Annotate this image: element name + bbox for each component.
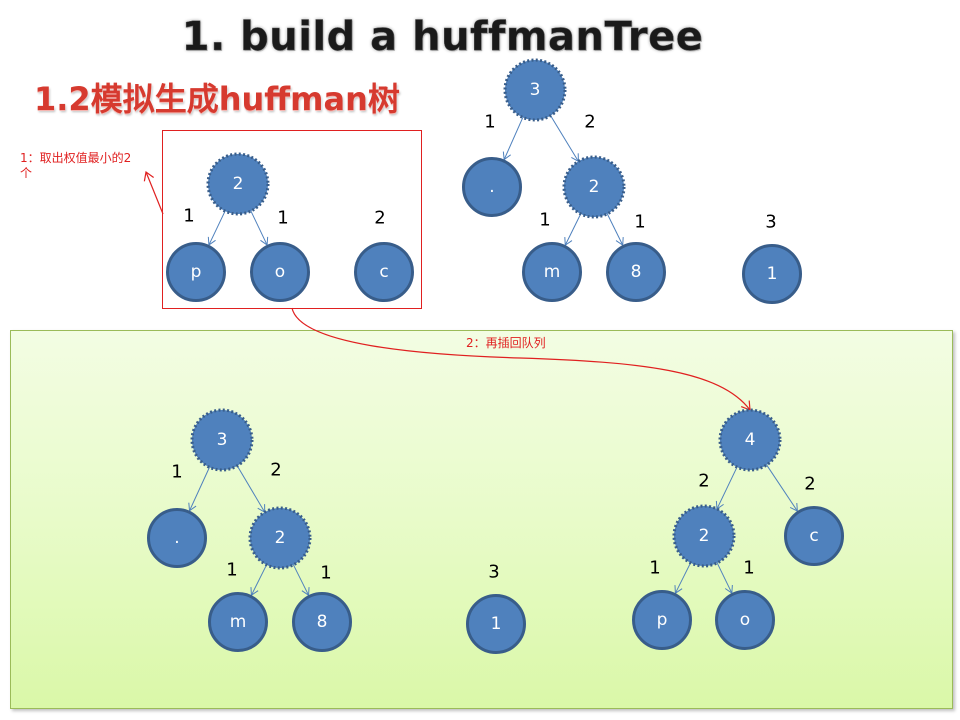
weight-label: 1 <box>183 206 194 227</box>
tree-edge <box>502 117 524 161</box>
slide-title: 1. build a huffmanTree <box>181 14 704 61</box>
weight-label: 2 <box>374 208 385 229</box>
weight-label: 2 <box>698 471 709 492</box>
node-label: 3 <box>217 430 228 450</box>
node-label: 1 <box>491 614 502 634</box>
tree-edge <box>292 564 310 597</box>
weight-label: 2 <box>804 474 815 495</box>
weight-label: 2 <box>584 112 595 133</box>
step2-arrow <box>291 307 751 411</box>
dotted-border <box>718 408 782 472</box>
node-label: 4 <box>745 430 756 450</box>
node-label: o <box>740 610 750 630</box>
node-leaf-dot: . <box>147 508 207 568</box>
node-leaf-m: m <box>208 592 268 652</box>
weight-label: 1 <box>171 462 182 483</box>
weight-label: 1 <box>649 558 660 579</box>
node-leaf-o: o <box>250 242 310 302</box>
weight-label: 1 <box>634 212 645 233</box>
node-label: 2 <box>589 177 600 197</box>
slide-subtitle: 1.2模拟生成huffman树 <box>34 80 400 118</box>
node-label: m <box>544 262 561 282</box>
tree-edge <box>716 562 733 594</box>
node-label: . <box>489 177 494 197</box>
weight-label: 1 <box>539 210 550 231</box>
node-leaf-p: p <box>632 590 692 650</box>
tree-edge <box>674 562 692 595</box>
dotted-border <box>672 504 736 568</box>
tree-edge <box>207 210 226 246</box>
tree-edge <box>715 466 738 510</box>
node-leaf-8: 8 <box>606 242 666 302</box>
node-label: c <box>379 262 388 282</box>
tree-edge <box>606 213 624 247</box>
node-internal: 3 <box>190 408 254 472</box>
weight-label: 3 <box>765 212 776 233</box>
node-label: 2 <box>699 526 710 546</box>
weight-label: 2 <box>270 460 281 481</box>
node-leaf-c: c <box>784 506 844 566</box>
node-internal: 2 <box>672 504 736 568</box>
node-leaf-dot: . <box>462 157 522 217</box>
node-label: m <box>230 612 247 632</box>
node-leaf-1: 1 <box>466 594 526 654</box>
weight-label: 1 <box>226 560 237 581</box>
node-label: 2 <box>275 528 286 548</box>
node-internal: 2 <box>206 152 270 216</box>
weight-label: 1 <box>484 112 495 133</box>
node-internal: 3 <box>503 58 567 122</box>
tree-edge <box>564 213 582 247</box>
tree-edge <box>188 467 210 512</box>
dotted-border <box>248 506 312 570</box>
node-label: . <box>174 528 179 548</box>
node-leaf-m: m <box>522 242 582 302</box>
node-label: 2 <box>233 174 244 194</box>
node-internal: 4 <box>718 408 782 472</box>
tree-edges <box>188 115 798 597</box>
dotted-border <box>562 155 626 219</box>
node-label: p <box>191 262 202 282</box>
weight-label: 1 <box>320 563 331 584</box>
node-leaf-c: c <box>354 242 414 302</box>
node-label: 3 <box>530 80 541 100</box>
node-label: o <box>275 262 285 282</box>
edge-weight-labels: 1 1 2 1 2 1 1 3 1 2 1 1 3 2 2 1 1 <box>171 112 815 584</box>
weight-label: 1 <box>743 558 754 579</box>
node-internal: 2 <box>562 155 626 219</box>
dotted-border <box>190 408 254 472</box>
tree-edge <box>550 115 579 163</box>
node-leaf-o: o <box>715 590 775 650</box>
tree-edge <box>250 564 268 597</box>
tree-nodes: 2 p o c 3. 2 m 8 1 3. 2 m 8 1 4 2 c p o <box>147 58 844 654</box>
step1-annotation: 1：取出权值最小的2个 <box>20 151 132 180</box>
weight-label: 3 <box>488 562 499 583</box>
step1-arrow <box>143 170 164 215</box>
node-label: 8 <box>631 262 642 282</box>
step2-annotation: 2：再插回队列 <box>466 336 546 350</box>
node-leaf-8: 8 <box>292 592 352 652</box>
node-leaf-1: 1 <box>742 244 802 304</box>
node-leaf-p: p <box>166 242 226 302</box>
node-label: c <box>809 526 818 546</box>
node-label: p <box>657 610 668 630</box>
tree-edge <box>250 210 269 246</box>
node-label: 8 <box>317 612 328 632</box>
weight-label: 1 <box>277 208 288 229</box>
dotted-border <box>503 58 567 122</box>
node-label: 1 <box>767 264 778 284</box>
dotted-border <box>206 152 270 216</box>
tree-edge <box>766 464 798 512</box>
node-internal: 2 <box>248 506 312 570</box>
tree-edge <box>236 465 266 514</box>
